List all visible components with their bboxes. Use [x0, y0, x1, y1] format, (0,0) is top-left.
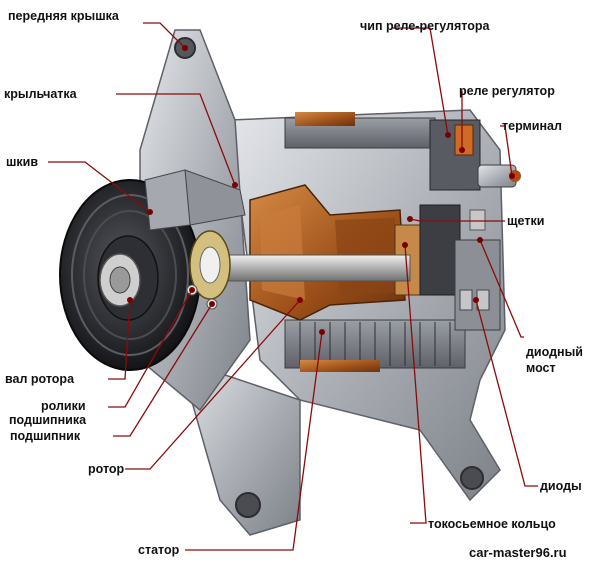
leader-front-cover [143, 22, 186, 49]
label-regulator-chip: чип реле-регулятора [360, 19, 490, 33]
label-bearing-rollers-line2: подшипника [9, 413, 87, 427]
label-slip-ring: токосьемное кольцо [428, 517, 556, 531]
leader-lines [48, 22, 538, 551]
stator-copper-top [295, 112, 355, 126]
label-stator: статор [138, 543, 180, 557]
label-regulator: реле регулятор [459, 84, 555, 98]
leader-rotor-shaft [108, 299, 131, 380]
stator-copper-bottom [300, 360, 380, 372]
label-impeller: крыльчатка [4, 87, 77, 101]
leader-diodes [475, 299, 538, 487]
regulator-chip [454, 124, 474, 156]
leader-slip-ring [404, 244, 427, 524]
label-diodes: диоды [540, 479, 582, 493]
label-bearing-rollers-line1: ролики [41, 399, 86, 413]
leader-rollers [108, 289, 193, 408]
mounting-hole-bottom [235, 492, 261, 518]
diode-bridge [454, 239, 501, 331]
brush-holder [419, 204, 461, 296]
leader-impeller [116, 93, 236, 186]
mounting-foot [178, 358, 301, 536]
label-rotor: ротор [88, 462, 125, 476]
leader-dots [127, 45, 515, 335]
label-terminal: терминал [502, 119, 562, 133]
leader-chip [393, 27, 449, 136]
leader-bearing [113, 303, 213, 437]
label-rotor-shaft: вал ротора [5, 372, 75, 386]
label-bearing: подшипник [10, 429, 81, 443]
leader-regulator [460, 90, 463, 150]
leader-diode-bridge [479, 239, 524, 338]
mounting-hole-right [460, 466, 484, 490]
leader-brushes [409, 218, 505, 222]
leader-terminal [500, 125, 513, 177]
leader-pulley [48, 161, 151, 213]
label-brushes: щетки [507, 214, 545, 228]
leader-rotor [125, 299, 301, 470]
watermark: car-master96.ru [469, 545, 567, 560]
label-diode-bridge-line2: мост [526, 361, 556, 375]
label-diode-bridge-line1: диодный [526, 345, 583, 359]
leader-stator [185, 331, 323, 551]
label-front-cover: передняя крышка [8, 9, 119, 23]
label-pulley: шкив [6, 155, 39, 169]
